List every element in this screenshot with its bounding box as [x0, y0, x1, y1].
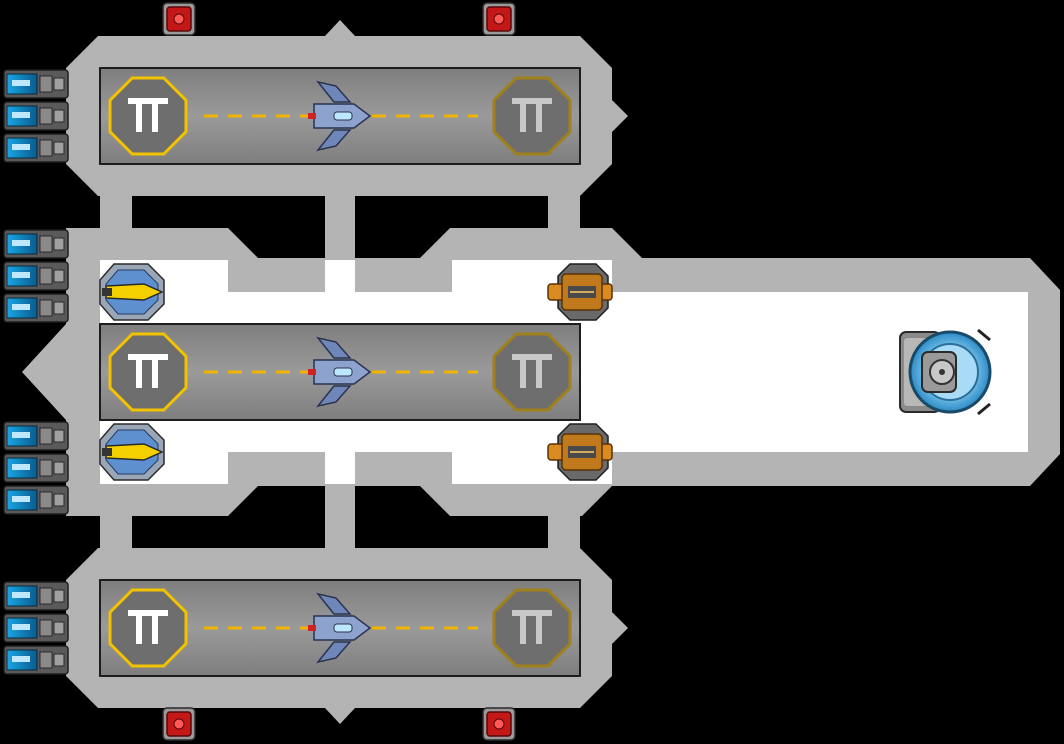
thruster-icon[interactable]	[3, 133, 69, 163]
connector	[548, 510, 580, 554]
hatch-icon[interactable]	[482, 2, 516, 36]
launch-pad-right-icon[interactable]	[492, 76, 572, 156]
thruster-icon[interactable]	[3, 261, 69, 291]
middle-hangar	[99, 323, 581, 421]
hatch-icon[interactable]	[162, 2, 196, 36]
thruster-icon[interactable]	[3, 453, 69, 483]
launch-pad-left-icon[interactable]	[108, 588, 188, 668]
thruster-icon[interactable]	[3, 485, 69, 515]
top-hangar	[99, 67, 581, 165]
turret-group	[547, 263, 613, 481]
launch-pad-right-icon[interactable]	[492, 588, 572, 668]
hatch-icon[interactable]	[162, 707, 196, 741]
thruster-icon[interactable]	[3, 581, 69, 611]
drone-group	[99, 263, 165, 481]
connector	[100, 190, 132, 234]
launch-pad-left-icon[interactable]	[108, 76, 188, 156]
thruster-icon[interactable]	[3, 613, 69, 643]
drone-icon[interactable]	[99, 423, 165, 481]
thruster-icon[interactable]	[3, 421, 69, 451]
fighter-icon[interactable]	[308, 336, 372, 408]
hatch-icon[interactable]	[482, 707, 516, 741]
thruster-array	[3, 69, 69, 675]
thruster-icon[interactable]	[3, 69, 69, 99]
hangar-bays	[99, 67, 581, 677]
bottom-hangar	[99, 579, 581, 677]
launch-pad-right-icon[interactable]	[492, 332, 572, 412]
connector	[100, 510, 132, 554]
fighter-icon[interactable]	[308, 80, 372, 152]
thruster-icon[interactable]	[3, 645, 69, 675]
reactor-icon[interactable]	[899, 328, 992, 416]
launch-pad-left-icon[interactable]	[108, 332, 188, 412]
connector	[325, 190, 355, 234]
thruster-icon[interactable]	[3, 101, 69, 131]
drone-icon[interactable]	[99, 263, 165, 321]
connector	[325, 510, 355, 554]
thruster-icon[interactable]	[3, 229, 69, 259]
hatch-group	[162, 2, 516, 741]
connector	[548, 190, 580, 234]
turret-icon[interactable]	[547, 263, 613, 321]
thruster-icon[interactable]	[3, 293, 69, 323]
turret-icon[interactable]	[547, 423, 613, 481]
fighter-icon[interactable]	[308, 592, 372, 664]
